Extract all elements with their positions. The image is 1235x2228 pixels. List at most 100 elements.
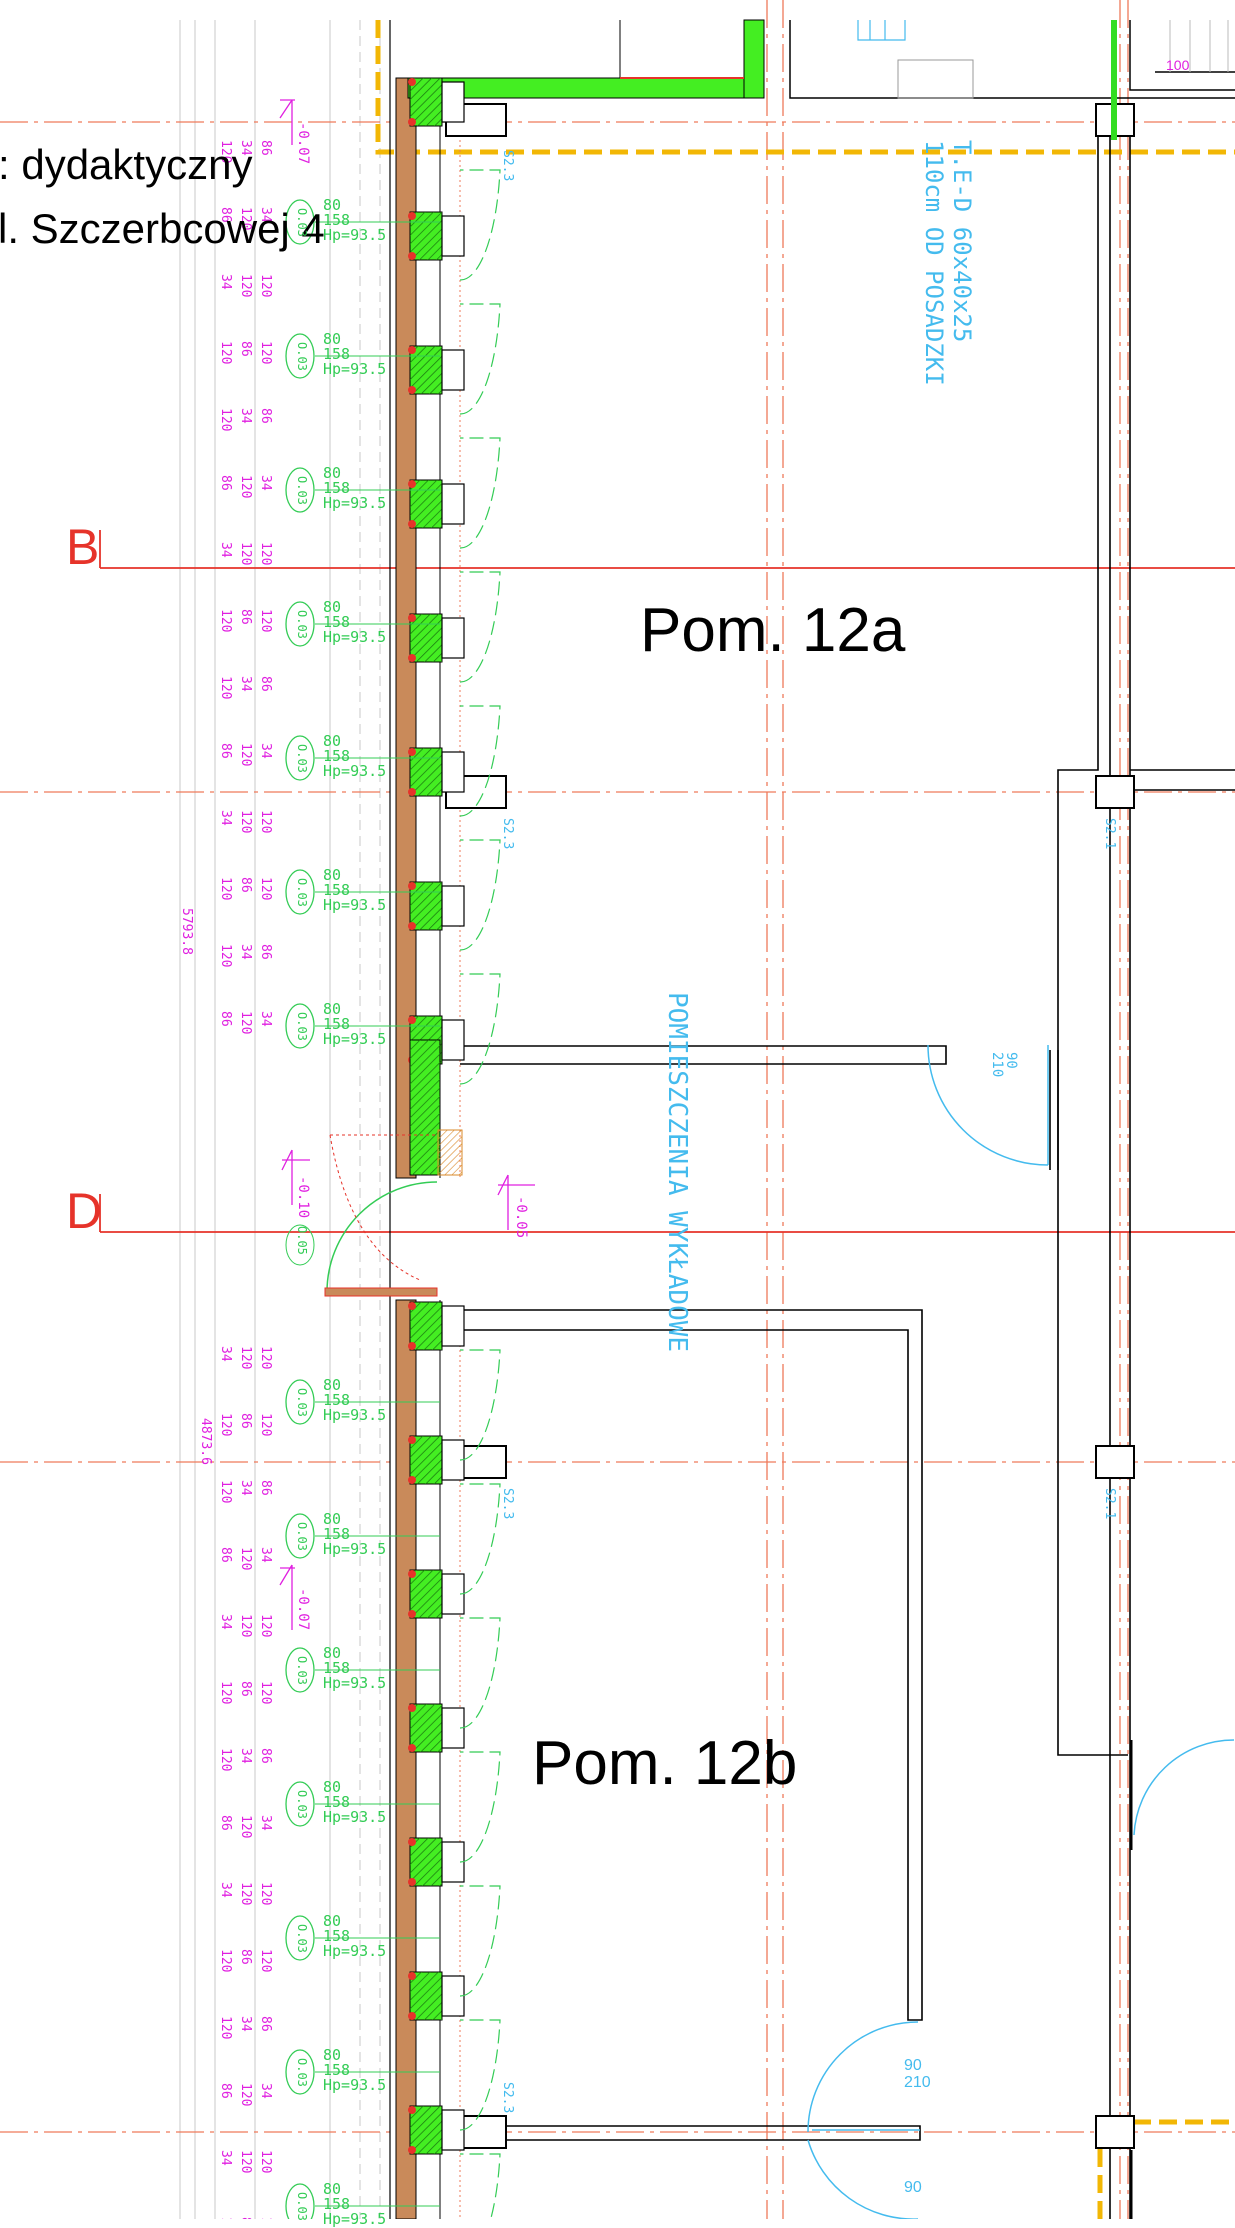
insulation-hatch [410,614,442,662]
anchor-point [408,346,416,354]
dimension-value: 86 [218,475,233,491]
window-tag-label: O.03 [295,1790,309,1819]
dimension-value: 120 [218,2217,233,2219]
anchor-point [408,1570,416,1578]
window-frame [441,349,465,391]
window-tag-label: O.03 [295,878,309,907]
window-frame [441,885,465,927]
anchor-point [408,1704,416,1712]
window-spec: 80 158 Hp=93.5 [323,1510,387,1558]
dimension-value: 34 [218,1346,233,1362]
column-tag-2: S2.3 [500,818,515,850]
anchor-point [408,1016,416,1024]
window-tag-label: O.03 [295,744,309,773]
insulation-hatch [410,346,442,394]
dimension-value: 86 [238,2217,253,2219]
window-tag-label: O.03 [295,610,309,639]
window-frame [441,81,465,123]
dimension-guides [179,20,381,2219]
total-dimension-upper: 5793.8 [179,908,194,955]
window-spec: 80 158 Hp=93.5 [323,464,387,512]
cyan-details [857,20,906,41]
dimension-value: 120 [258,274,273,297]
dimension-value: 120 [238,1815,253,1838]
dimension-value: 86 [238,1681,253,1697]
dimension-value: 34 [238,944,253,960]
dimension-value: 34 [238,1748,253,1764]
dimension-value: 120 [218,408,233,431]
dimension-value: 86 [218,1011,233,1027]
dimension-value: 120 [258,1413,273,1436]
total-dimension-lower: 4873.6 [198,1418,213,1465]
window-frame [441,1305,465,1347]
anchor-point [408,1342,416,1350]
column-tag-1: S2.3 [500,150,515,182]
window-swing [459,1483,501,1595]
section-label-d: D [66,1183,103,1239]
window-swing [459,169,501,281]
window-spec: 80 158 Hp=93.5 [323,1644,387,1692]
exterior-wall [389,20,461,2219]
window-swing [459,1617,501,1729]
window-tag-circle [285,333,315,379]
dimension-value: 120 [238,1547,253,1570]
level-label-3: -0.05 [513,1196,529,1239]
insulation-hatch [410,2106,442,2154]
column-tag-4: S2.3 [500,2082,515,2114]
dimension-text: 120 34 86 86 120 34 34 120 120 120 86 120 120 34 86 86 1… [218,140,273,2219]
section-label-b: B [66,519,100,575]
entry-door [324,1129,463,1297]
dimension-value: 86 [238,609,253,625]
window-tag-label: O.03 [295,2192,309,2221]
door-tag-label: O.05 [295,1226,309,1255]
window-swing [459,839,501,951]
dimension-value: 120 [218,1949,233,1972]
window-tag-label: O.03 [295,208,309,237]
insulation-hatch [410,212,442,260]
dimension-value: 120 [218,1681,233,1704]
dimension-value: 86 [258,676,273,692]
anchor-point [408,2106,416,2114]
window-swing [459,1349,501,1461]
dimension-value: 120 [218,1480,233,1503]
door-dimension-upper: 90 210 [989,1052,1019,1078]
dimension-value: 34 [238,408,253,424]
insulation-hatch [410,748,442,796]
dimension-value: 120 [218,1748,233,1771]
doors [807,1044,1235,2219]
dimension-value: 120 [258,810,273,833]
anchor-point [408,788,416,796]
window-spec: 80 158 Hp=93.5 [323,598,387,646]
insulation-hatch [410,1570,442,1618]
dimension-value: 120 [238,2083,253,2106]
dimension-value: 120 [238,810,253,833]
dimension-value: 86 [218,743,233,759]
dimension-value: 120 [258,1949,273,1972]
dimension-value: 86 [238,877,253,893]
anchor-point [408,520,416,528]
door-dimension-lower: 90 210 [904,2057,931,2091]
window-spec: 80 158 Hp=93.5 [323,2180,387,2228]
anchor-point [408,1838,416,1846]
dimension-value: 34 [238,1480,253,1496]
window-swing [459,437,501,549]
dimension-value: 86 [258,408,273,424]
dimension-value: 34 [238,676,253,692]
window-tag-circle [285,1513,315,1559]
anchor-point [408,1436,416,1444]
column-tag-3: S2.3 [500,1488,515,1520]
dimension-value: 34 [258,1547,273,1563]
insulation-strip [1111,20,1117,140]
dimension-value: 120 [218,609,233,632]
dimension-value: 34 [218,2150,233,2166]
dimension-value: 86 [218,1815,233,1831]
door-dimension-bottom: 90 [904,2179,922,2196]
equipment-note-1: T.E-D 60x40x25 [948,140,976,343]
dimension-value: 34 [258,207,273,223]
anchor-point [408,654,416,662]
dimension-value: 120 [238,1346,253,1369]
window-spec: 80 158 Hp=93.5 [323,1778,387,1826]
dimension-value: 34 [258,2083,273,2099]
